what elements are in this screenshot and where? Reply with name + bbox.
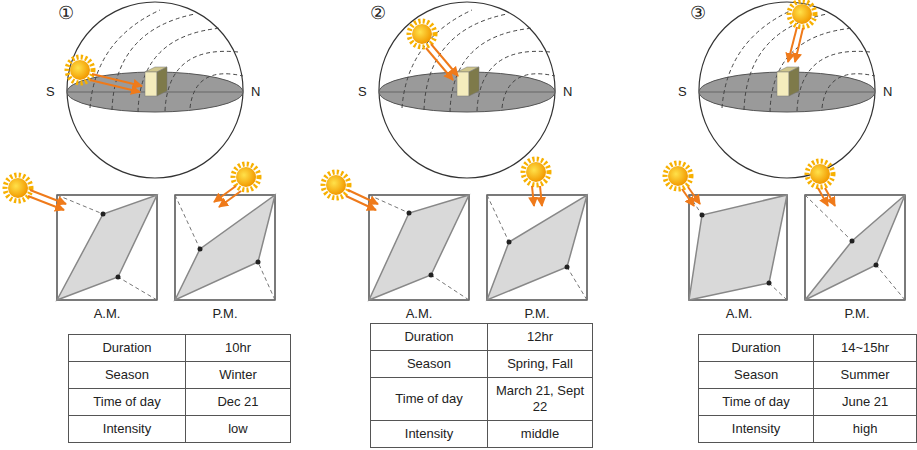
table-value-cell: June 21 (814, 389, 917, 416)
time-label: P.M. (524, 306, 549, 321)
table-value-cell: 14~15hr (814, 335, 917, 362)
table-header-cell: Season (69, 362, 186, 389)
table-value-cell: middle (488, 421, 593, 448)
compass-label: N (563, 84, 572, 99)
table-header-cell: Intensity (371, 421, 488, 448)
panel-number: ③ (690, 2, 706, 24)
table-header-cell: Intensity (69, 416, 186, 443)
compass-label: N (883, 84, 892, 99)
table-value-cell: Spring, Fall (488, 351, 593, 378)
info-table: Duration10hrSeasonWinterTime of dayDec 2… (68, 334, 291, 443)
table-value-cell: Dec 21 (186, 389, 291, 416)
panel-number: ① (58, 2, 74, 24)
info-table: Duration12hrSeasonSpring, FallTime of da… (370, 323, 593, 448)
table-header-cell: Season (699, 362, 814, 389)
table-value-cell: 12hr (488, 324, 593, 351)
table-value-cell: Winter (186, 362, 291, 389)
compass-label: S (358, 84, 367, 99)
time-label: P.M. (844, 306, 869, 321)
table-header-cell: Season (371, 351, 488, 378)
compass-label: S (46, 84, 55, 99)
table-value-cell: 10hr (186, 335, 291, 362)
table-value-cell: Summer (814, 362, 917, 389)
table-header-cell: Time of day (69, 389, 186, 416)
table-header-cell: Duration (69, 335, 186, 362)
panel-number: ② (370, 2, 386, 24)
compass-label: N (251, 84, 260, 99)
compass-label: S (678, 84, 687, 99)
table-header-cell: Time of day (371, 378, 488, 421)
time-label: A.M. (726, 306, 753, 321)
table-value-cell: high (814, 416, 917, 443)
time-label: P.M. (212, 306, 237, 321)
time-label: A.M. (406, 306, 433, 321)
table-header-cell: Duration (699, 335, 814, 362)
table-value-cell: low (186, 416, 291, 443)
info-table: Duration14~15hrSeasonSummerTime of dayJu… (698, 334, 917, 443)
time-label: A.M. (94, 306, 121, 321)
table-value-cell: March 21, Sept 22 (488, 378, 593, 421)
table-header-cell: Time of day (699, 389, 814, 416)
table-header-cell: Duration (371, 324, 488, 351)
table-header-cell: Intensity (699, 416, 814, 443)
